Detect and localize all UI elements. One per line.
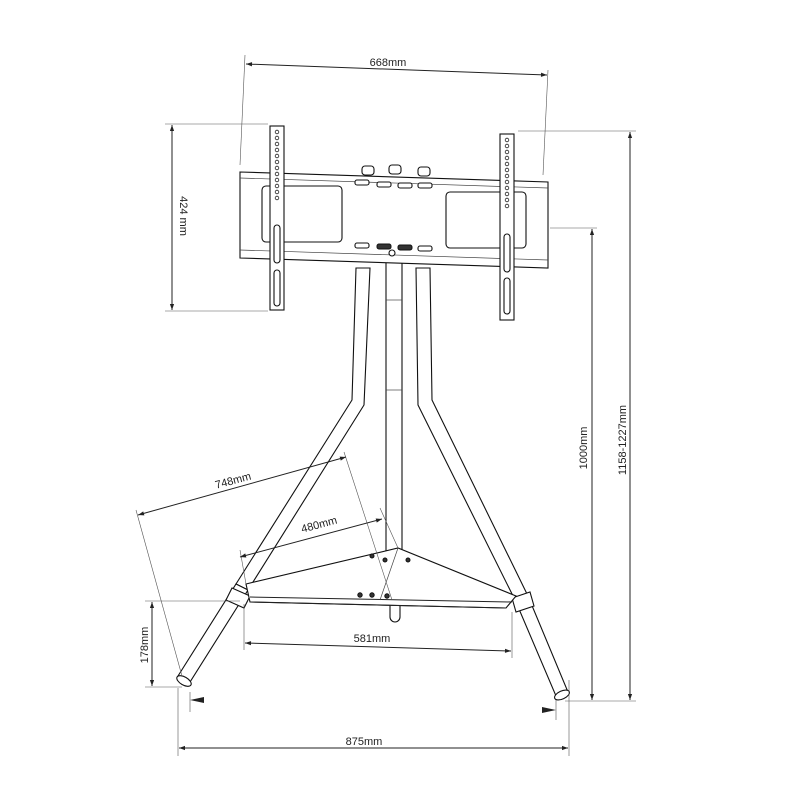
left-rail (269, 125, 285, 311)
right-leg (415, 267, 570, 701)
dim-bracket-width: 668mm (239, 54, 549, 176)
dim-bracket-height: 424 mm (165, 123, 268, 312)
dim-shelf-width: 581mm (243, 604, 513, 658)
label-bracket-height: 424 mm (177, 196, 189, 236)
label-bracket-width: 668mm (370, 57, 407, 69)
label-overall-height: 1158-1227mm (617, 405, 629, 475)
label-mount-height: 1000mm (578, 427, 590, 470)
dim-overall-height: 1158-1227mm (518, 130, 636, 702)
label-shelf-height: 178mm (139, 627, 151, 664)
right-rail (499, 133, 515, 321)
label-base-width: 875mm (346, 736, 383, 748)
dim-base-width: 875mm (177, 680, 570, 756)
label-shelf-width: 581mm (354, 633, 391, 645)
dim-mount-height: 1000mm (550, 227, 600, 702)
left-leg (176, 267, 371, 687)
bottom-shelf (245, 547, 517, 609)
dim-shelf-height: 178mm (139, 600, 240, 688)
